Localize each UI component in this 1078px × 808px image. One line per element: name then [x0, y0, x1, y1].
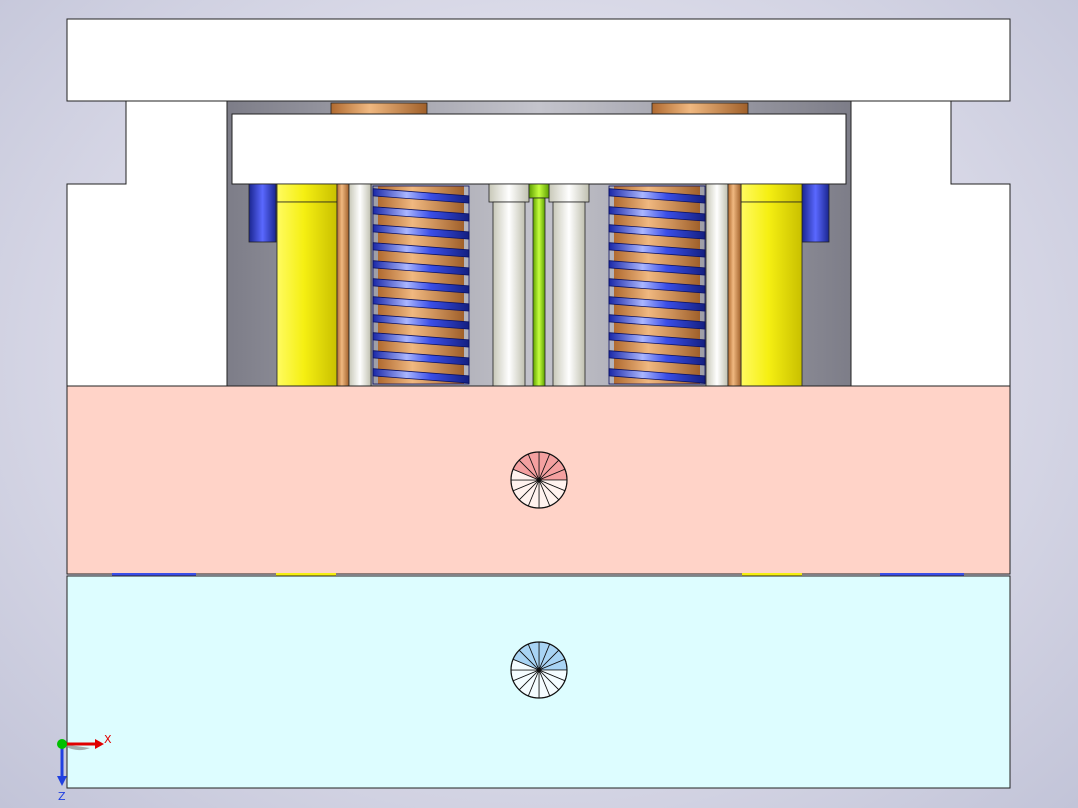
- parting-line-features: [112, 573, 964, 576]
- guide-pillar-right[interactable]: [740, 183, 803, 387]
- return-pin-right[interactable]: [705, 183, 742, 387]
- marker-outline: [510, 641, 568, 699]
- coordinate-triad-icon: X Z: [57, 733, 112, 803]
- sprue-bushing-marker-top[interactable]: [510, 451, 568, 509]
- sprue-puller-pin[interactable]: [528, 183, 550, 387]
- x-axis-label: X: [104, 733, 112, 746]
- return-pin-left[interactable]: [336, 183, 372, 387]
- sprue-bushing-marker-bottom[interactable]: [510, 641, 568, 699]
- stop-pin-right[interactable]: [801, 183, 830, 243]
- guide-pillar-left[interactable]: [276, 183, 338, 387]
- guide-bushing-top-left[interactable]: [330, 102, 428, 116]
- ejector-pin-right[interactable]: [548, 183, 590, 387]
- top-clamp-plate[interactable]: [66, 18, 1011, 102]
- spring-outline: [608, 185, 706, 385]
- marker-outline: [510, 451, 568, 509]
- z-axis-label: Z: [58, 790, 66, 803]
- ejector-retainer-plate[interactable]: [231, 113, 847, 185]
- return-spring-right[interactable]: [608, 185, 706, 385]
- left-spacer-block[interactable]: [66, 99, 228, 387]
- stop-pin-left[interactable]: [248, 183, 277, 243]
- right-spacer-block[interactable]: [850, 99, 1011, 387]
- return-spring-left[interactable]: [372, 185, 470, 385]
- ejector-pin-left[interactable]: [488, 183, 530, 387]
- spring-outline: [372, 185, 470, 385]
- guide-bushing-top-right[interactable]: [651, 102, 749, 116]
